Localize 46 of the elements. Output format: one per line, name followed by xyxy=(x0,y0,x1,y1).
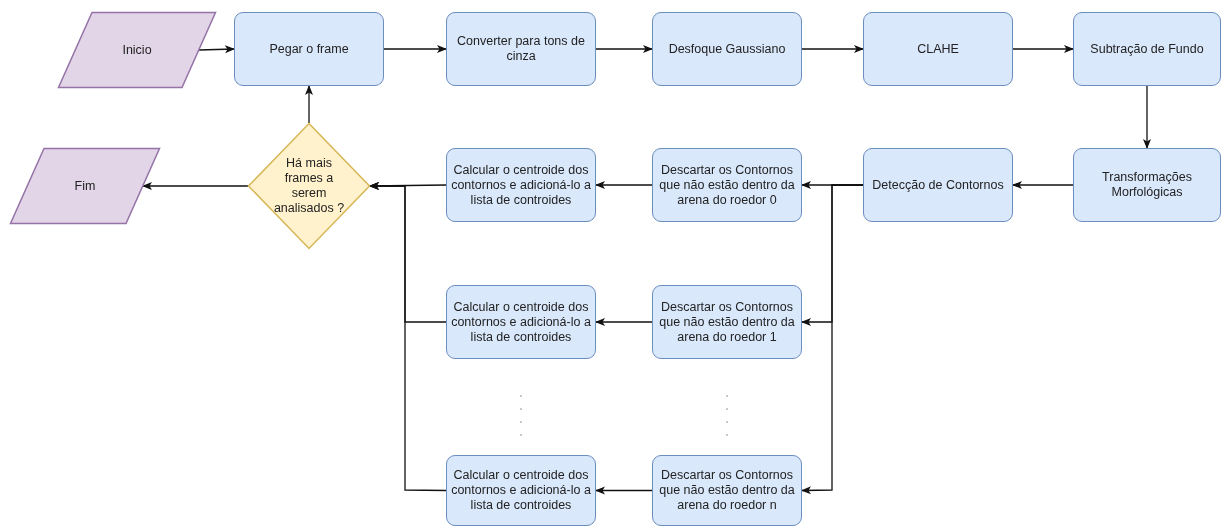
arrow xyxy=(305,85,313,124)
node-label: Converter para tons de cinza xyxy=(456,34,586,64)
node-label: Há mais frames a serem analisados ? xyxy=(272,156,346,216)
node-label: CLAHE xyxy=(916,41,960,57)
process-box xyxy=(1073,12,1221,86)
node-label: Descartar os Contornos que não estão dentro da arena do roedor 0 xyxy=(658,162,796,208)
arrow xyxy=(595,45,653,53)
node-label: Calcular o centroide dos contornos e adicioná-lo a lista de controides xyxy=(450,468,592,513)
process-box xyxy=(446,148,596,222)
arrow xyxy=(369,182,447,492)
node-label: Calcular o centroide dos contornos e adicioná-lo a lista de controides xyxy=(450,299,592,345)
arrow xyxy=(595,181,653,189)
process-box xyxy=(1073,148,1221,222)
process-box xyxy=(652,12,802,86)
process-box xyxy=(446,455,596,526)
arrow xyxy=(1143,85,1151,149)
process-box xyxy=(446,12,596,86)
node-label: Descartar os Contornos que não estão dentro da arena do roedor 1 xyxy=(658,299,796,345)
arrow xyxy=(801,184,864,495)
process-box xyxy=(652,455,802,526)
process-box xyxy=(446,285,596,359)
io-parallelogram xyxy=(10,148,160,224)
arrow xyxy=(383,45,447,53)
process-box xyxy=(652,285,802,359)
node-label: Fim xyxy=(73,178,97,194)
io-parallelogram xyxy=(58,12,216,88)
arrow xyxy=(595,318,653,326)
node-label: Desfoque Gaussiano xyxy=(667,41,787,57)
arrow xyxy=(198,45,235,54)
node-label: Calcular o centroide dos contornos e adicioná-lo a lista de controides xyxy=(450,162,592,208)
arrow xyxy=(1012,181,1074,189)
node-label: Transformações Morfológicas xyxy=(1101,170,1193,200)
node-label: Inicio xyxy=(121,42,153,58)
process-box xyxy=(234,12,384,86)
arrow xyxy=(1012,45,1074,53)
arrow xyxy=(801,45,864,53)
node-label: Pegar o frame xyxy=(268,41,350,57)
process-box xyxy=(863,12,1013,86)
node-label: Subtração de Fundo xyxy=(1089,41,1205,57)
process-box xyxy=(652,148,802,222)
arrow xyxy=(595,486,653,495)
arrow xyxy=(142,182,249,190)
process-box xyxy=(863,148,1013,222)
node-label: Detecção de Contornos xyxy=(871,177,1005,193)
decision-diamond xyxy=(248,123,370,249)
node-label: Descartar os Contornos que não estão dentro da arena do roedor n xyxy=(658,468,796,513)
